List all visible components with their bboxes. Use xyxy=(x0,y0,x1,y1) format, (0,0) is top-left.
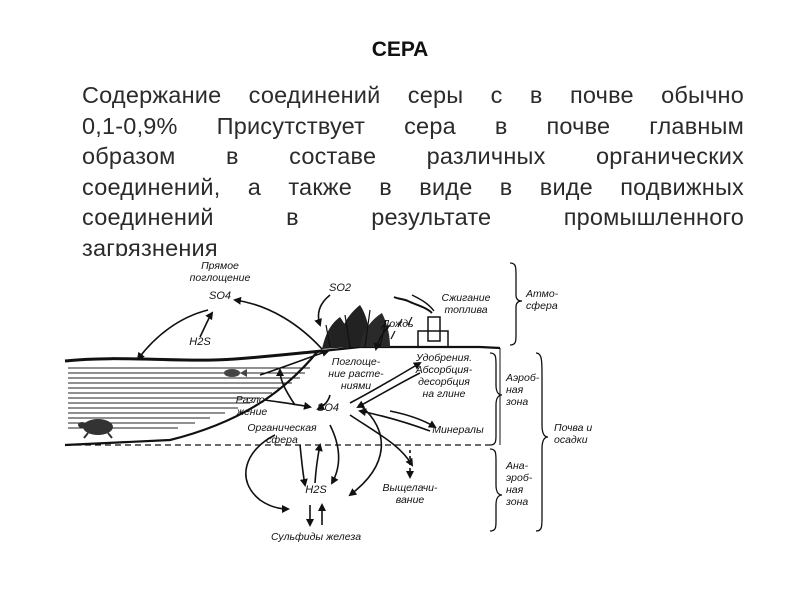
label-plant-uptake-1: Поглоще- xyxy=(332,356,381,368)
paragraph-line: 0,1-0,9% Присутствует сера в почве главн… xyxy=(82,112,744,139)
label-so4-top: SO4 xyxy=(209,290,231,302)
label-decomposition-1: Разло- xyxy=(236,394,269,406)
cycle-arrows xyxy=(136,294,437,527)
label-zone-soil-1: Почва и xyxy=(554,422,592,434)
label-plant-uptake-2: ние расте- xyxy=(328,368,384,380)
label-zone-atmosphere-2: сфера xyxy=(526,300,558,312)
label-fuel-burning-2: топлива xyxy=(444,304,487,316)
label-fertilizers-3: десорбция xyxy=(418,376,470,388)
paragraph-line: Содержание соединений серы с в почве обы… xyxy=(82,82,744,108)
paragraph-line: загрязнения xyxy=(82,234,218,257)
paragraph-line: образом в составе различных органических xyxy=(82,143,744,169)
label-plant-uptake-3: ниями xyxy=(341,380,371,392)
label-so2: SO2 xyxy=(329,282,351,294)
factory-icon xyxy=(417,316,449,348)
ground-surface xyxy=(321,345,501,353)
label-zone-aerobic-2: ная xyxy=(506,384,524,396)
label-decomposition-2: жение xyxy=(236,406,268,418)
label-zone-atmosphere-1: Атмо- xyxy=(525,288,559,300)
turtle-icon xyxy=(78,419,113,439)
label-zone-anaerobic-4: зона xyxy=(505,496,528,508)
label-h2s-top: H2S xyxy=(189,336,211,348)
label-zone-anaerobic-3: ная xyxy=(506,484,524,496)
paragraph-line: соединений, а также в виде в виде подвиж… xyxy=(82,173,744,200)
label-fuel-burning-1: Сжигание xyxy=(441,292,490,304)
label-fertilizers-2: Абсорбция- xyxy=(415,364,473,376)
label-zone-aerobic-1: Аэроб- xyxy=(505,372,540,384)
label-leaching-2: вание xyxy=(396,494,425,506)
paragraph-line: соединений в результате промышленного xyxy=(82,204,744,230)
label-fertilizers-4: на глине xyxy=(423,388,466,400)
label-so4-center: SO4 xyxy=(317,402,339,414)
label-organic-sphere-1: Органическая xyxy=(247,422,317,434)
label-zone-soil-2: осадки xyxy=(554,434,588,446)
vegetation-icon xyxy=(322,305,390,349)
label-direct-uptake-1: Прямое xyxy=(201,260,239,272)
label-zone-aerobic-3: зона xyxy=(505,396,528,408)
label-minerals: Минералы xyxy=(432,424,484,436)
sulfur-cycle-diagram: Прямое поглощение SO4 H2S SO2 Сжигание т… xyxy=(64,260,592,543)
label-organic-sphere-2: сфера xyxy=(266,434,298,446)
label-direct-uptake-2: поглощение xyxy=(190,272,251,284)
slide-title: СЕРА xyxy=(371,38,429,61)
label-iron-sulfides: Сульфиды железа xyxy=(271,531,361,543)
fish-icon xyxy=(224,369,247,377)
label-zone-anaerobic-1: Ана- xyxy=(505,460,529,472)
label-rain: Дождь xyxy=(381,318,414,330)
label-zone-anaerobic-2: эроб- xyxy=(506,472,533,484)
smoke-icon xyxy=(393,294,435,314)
zone-brackets xyxy=(489,262,549,532)
rain-icon xyxy=(390,316,413,340)
sediment-boundary xyxy=(64,350,319,447)
label-leaching-1: Выщелачи- xyxy=(383,482,438,494)
label-h2s-bottom: H2S xyxy=(305,484,327,496)
label-fertilizers-1: Удобрения. xyxy=(415,352,472,364)
slide-paragraph: Содержание соединений серы с в почве обы… xyxy=(82,80,744,256)
